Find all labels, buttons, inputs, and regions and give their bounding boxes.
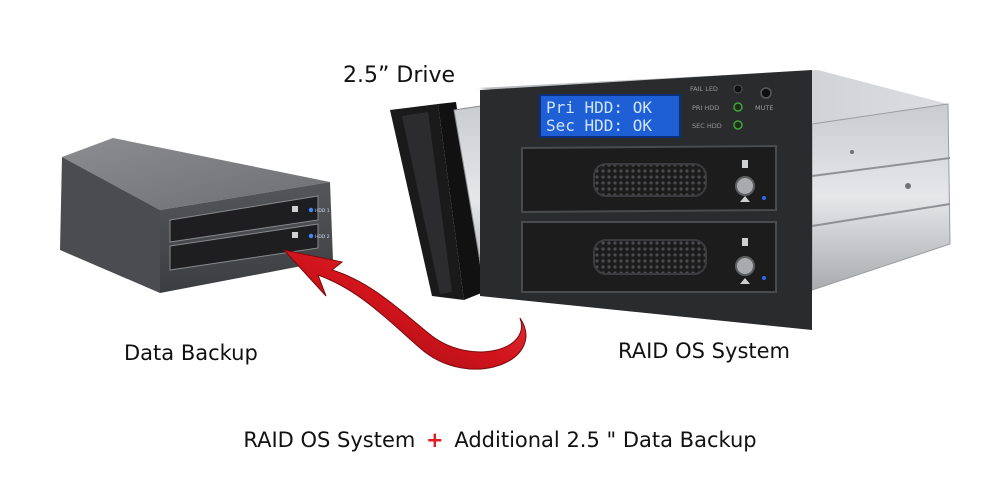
lock-icon[interactable]: [735, 176, 755, 196]
caption-left: RAID OS System: [243, 428, 416, 452]
eject-icon: [740, 196, 750, 202]
pri-hdd-led-icon: [733, 102, 743, 112]
eject-icon[interactable]: [292, 232, 298, 238]
caption: RAID OS System + Additional 2.5 " Data B…: [0, 428, 1000, 452]
mute-label: MUTE: [755, 104, 773, 112]
data-backup-label: Data Backup: [124, 341, 258, 365]
tray-handle[interactable]: [593, 163, 707, 197]
chassis-side: [811, 103, 951, 291]
lcd-display: [539, 94, 681, 138]
lock-icon[interactable]: [735, 256, 755, 276]
transfer-arrow: [282, 249, 527, 370]
mute-button[interactable]: [760, 87, 772, 99]
hdd1-led-label: HDD 1: [315, 208, 330, 214]
bay-slot-1[interactable]: [169, 195, 319, 243]
pri-hdd-label: PRI HDD: [692, 104, 719, 112]
lcd-line-1: Pri HDD: OK: [546, 98, 652, 117]
raid-os-system-label: RAID OS System: [618, 339, 790, 363]
bay-slot-2[interactable]: [169, 223, 319, 271]
raid-chassis: Pri HDD: OK Sec HDD: OK FAIL LED PRI HDD…: [478, 70, 951, 330]
drive-label: 2.5” Drive: [343, 63, 456, 88]
eject-icon: [740, 278, 750, 284]
enclosure-side: [60, 157, 160, 293]
caption-plus: +: [426, 428, 444, 452]
hdd2-led-label: HDD 2: [315, 234, 330, 240]
tray-1-led-icon: [762, 196, 766, 200]
backup-enclosure: HDD 1 HDD 2: [60, 138, 333, 293]
hdd1-led-icon: [308, 207, 314, 213]
enclosure-top: [62, 138, 330, 210]
lcd-line-2: Sec HDD: OK: [546, 116, 652, 135]
tray-handle[interactable]: [593, 239, 707, 275]
sec-hdd-led-icon: [733, 120, 743, 130]
fail-led-icon: [733, 84, 743, 94]
fail-led-label: FAIL LED: [690, 85, 718, 93]
drive-tray-1[interactable]: [521, 144, 777, 214]
caption-right: Additional 2.5 " Data Backup: [454, 428, 757, 452]
eject-icon[interactable]: [292, 206, 298, 212]
tray-2-led-icon: [762, 276, 766, 280]
drive-tray-2[interactable]: [521, 221, 777, 293]
hdd2-led-icon: [308, 233, 314, 239]
sec-hdd-label: SEC HDD: [692, 122, 722, 130]
